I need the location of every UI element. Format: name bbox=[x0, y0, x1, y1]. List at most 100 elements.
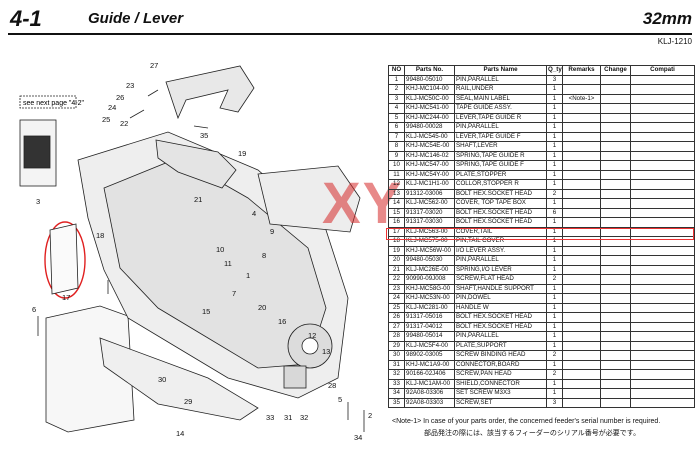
table-cell: PIN,PARALLEL bbox=[454, 255, 547, 266]
table-header-row: NO Parts No. Parts Name Q_ty Remarks Cha… bbox=[388, 65, 695, 76]
col-no: NO bbox=[388, 65, 405, 76]
tail-cover-highlight bbox=[44, 221, 86, 299]
callout-19: 19 bbox=[238, 149, 246, 158]
table-cell bbox=[562, 245, 601, 256]
table-cell: KLJ-MC5F4-00 bbox=[404, 340, 455, 351]
table-cell: KHJ-MC56W-00 bbox=[404, 245, 455, 256]
table-cell: 1 bbox=[546, 103, 563, 114]
table-cell: KHJ-MC104-00 bbox=[404, 84, 455, 95]
col-parts-no: Parts No. bbox=[404, 65, 455, 76]
table-cell: KLJ-MC575-00 bbox=[404, 236, 455, 247]
table-cell: KLJ-MC1H1-00 bbox=[404, 179, 455, 190]
table-cell: SPRING,I/O LEVER bbox=[454, 264, 547, 275]
table-cell: TAPE GUIDE ASSY. bbox=[454, 103, 547, 114]
table-cell: LEVER,TAPE GUIDE F bbox=[454, 131, 547, 142]
table-cell bbox=[600, 122, 631, 133]
table-cell bbox=[600, 226, 631, 237]
table-cell: 25 bbox=[388, 302, 405, 313]
table-cell bbox=[600, 112, 631, 123]
parts-list-table: NO Parts No. Parts Name Q_ty Remarks Cha… bbox=[388, 65, 695, 408]
table-cell: 8 bbox=[388, 141, 405, 152]
table-cell bbox=[630, 264, 695, 275]
callout-4: 4 bbox=[252, 209, 256, 218]
table-cell bbox=[562, 264, 601, 275]
table-cell bbox=[630, 293, 695, 304]
table-cell bbox=[630, 122, 695, 133]
table-cell: SHIELD,CONNECTOR bbox=[454, 378, 547, 389]
table-cell: BOLT HEX.SOCKET HEAD bbox=[454, 217, 547, 228]
table-cell bbox=[562, 378, 601, 389]
table-cell: 3 bbox=[546, 397, 563, 408]
table-cell: HANDLE W bbox=[454, 302, 547, 313]
table-cell bbox=[600, 160, 631, 171]
table-cell: PIN,DOWEL bbox=[454, 293, 547, 304]
table-cell bbox=[630, 74, 695, 85]
table-cell: 5 bbox=[388, 112, 405, 123]
table-cell bbox=[562, 331, 601, 342]
table-cell: 1 bbox=[546, 122, 563, 133]
table-cell bbox=[630, 388, 695, 399]
handle bbox=[165, 65, 255, 120]
table-cell bbox=[600, 293, 631, 304]
table-cell: 1 bbox=[546, 321, 563, 332]
table-cell bbox=[630, 331, 695, 342]
table-cell: KLJ-MC281-00 bbox=[404, 302, 455, 313]
table-cell: KHJ-MC58G-00 bbox=[404, 283, 455, 294]
callout-15: 15 bbox=[202, 307, 210, 316]
table-cell: 1 bbox=[546, 312, 563, 323]
table-cell bbox=[562, 112, 601, 123]
callout-1: 1 bbox=[246, 271, 250, 280]
table-cell bbox=[630, 198, 695, 209]
table-cell bbox=[600, 84, 631, 95]
table-cell: SPRING,TAPE GUIDE R bbox=[454, 150, 547, 161]
callout-8: 8 bbox=[262, 251, 266, 260]
table-cell: SCREW,FLAT HEAD bbox=[454, 274, 547, 285]
table-cell: 90990-09J008 bbox=[404, 274, 455, 285]
table-cell bbox=[600, 283, 631, 294]
callout-29: 29 bbox=[184, 397, 192, 406]
table-cell: 20 bbox=[388, 255, 405, 266]
table-cell: 1 bbox=[546, 179, 563, 190]
table-cell bbox=[562, 321, 601, 332]
header-rule bbox=[8, 33, 692, 35]
table-cell bbox=[600, 169, 631, 180]
table-cell: 6 bbox=[546, 207, 563, 218]
table-cell bbox=[630, 84, 695, 95]
table-cell bbox=[630, 188, 695, 199]
table-cell bbox=[600, 93, 631, 104]
table-cell bbox=[600, 388, 631, 399]
table-cell: 9 bbox=[388, 150, 405, 161]
table-cell bbox=[562, 188, 601, 199]
table-cell bbox=[630, 274, 695, 285]
table-cell bbox=[562, 169, 601, 180]
table-cell: 99480-05030 bbox=[404, 255, 455, 266]
callout-12: 12 bbox=[308, 331, 316, 340]
table-cell: KLJ-MC50C-00 bbox=[404, 93, 455, 104]
table-cell: SCREW BINDING HEAD bbox=[454, 350, 547, 361]
table-cell: LEVER,TAPE GUIDE R bbox=[454, 112, 547, 123]
table-cell bbox=[630, 150, 695, 161]
table-cell: KHJ-MC541-00 bbox=[404, 103, 455, 114]
table-cell: 91317-05016 bbox=[404, 312, 455, 323]
table-cell: 34 bbox=[388, 388, 405, 399]
page-title: Guide / Lever bbox=[88, 10, 184, 27]
callout-16: 16 bbox=[278, 317, 286, 326]
table-cell: BOLT HEX.SOCKET HEAD bbox=[454, 321, 547, 332]
connector-board bbox=[283, 365, 307, 389]
table-cell bbox=[600, 312, 631, 323]
table-cell: 26 bbox=[388, 312, 405, 323]
callout-5: 5 bbox=[338, 395, 342, 404]
table-cell bbox=[562, 350, 601, 361]
table-cell bbox=[630, 321, 695, 332]
callout-30: 30 bbox=[158, 375, 166, 384]
